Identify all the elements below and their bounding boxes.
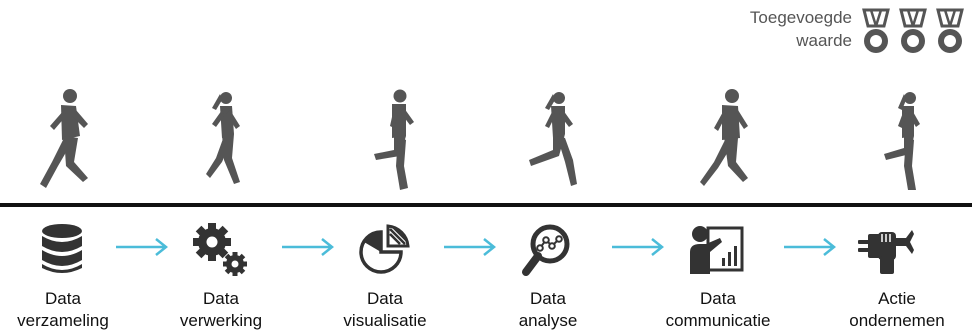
step-label-line-1: Data	[45, 289, 81, 308]
runner-figure-4	[529, 92, 577, 186]
step-label-line-2: ondernemen	[849, 311, 945, 330]
medal-icon	[862, 8, 890, 53]
step-label-line-2: communicatie	[665, 311, 771, 330]
legend-line-1: Toegevoegde	[749, 8, 852, 27]
pie-chart-icon	[359, 224, 410, 274]
runner-figure-1	[40, 89, 88, 188]
step-label-line-1: Data	[530, 289, 566, 308]
step-label-line-2: visualisatie	[343, 311, 427, 330]
step-label-data-communicatie: Data communicatie	[643, 288, 793, 332]
arrow-icon	[612, 238, 665, 256]
step-label-line-1: Actie	[878, 289, 916, 308]
step-label-line-2: verwerking	[179, 311, 263, 330]
step-label-actie-ondernemen: Actie ondernemen	[822, 288, 972, 332]
value-added-legend: Toegevoegde waarde	[712, 6, 972, 58]
runner-figure-5	[700, 89, 748, 186]
step-label-line-2: verzameling	[17, 311, 109, 330]
arrow-icon	[116, 238, 169, 256]
database-icon	[42, 224, 82, 273]
step-label-line-1: Data	[203, 289, 239, 308]
legend-line-2: waarde	[796, 31, 852, 50]
step-label-data-verwerking: Data verwerking	[146, 288, 296, 332]
gears-icon	[193, 223, 247, 276]
legend-text: Toegevoegde waarde	[712, 6, 852, 52]
runner-figure-2	[206, 92, 240, 184]
step-label-line-1: Data	[367, 289, 403, 308]
step-label-data-visualisatie: Data visualisatie	[310, 288, 460, 332]
arrow-icon	[444, 238, 497, 256]
presenter-icon	[690, 226, 744, 274]
runner-figure-6	[884, 92, 920, 190]
step-label-line-2: analyse	[518, 311, 578, 330]
arrow-icon	[784, 238, 837, 256]
step-label-data-verzameling: Data verzameling	[0, 288, 138, 332]
runner-figure-3	[374, 89, 414, 190]
medal-icon	[899, 8, 927, 53]
track-line	[0, 203, 972, 207]
step-label-data-analyse: Data analyse	[473, 288, 623, 332]
connector-hand-icon	[858, 230, 914, 274]
magnifier-graph-icon	[522, 224, 570, 276]
arrow-icon	[282, 238, 335, 256]
step-label-line-1: Data	[700, 289, 736, 308]
medal-icon	[936, 8, 964, 53]
medals	[862, 8, 964, 53]
